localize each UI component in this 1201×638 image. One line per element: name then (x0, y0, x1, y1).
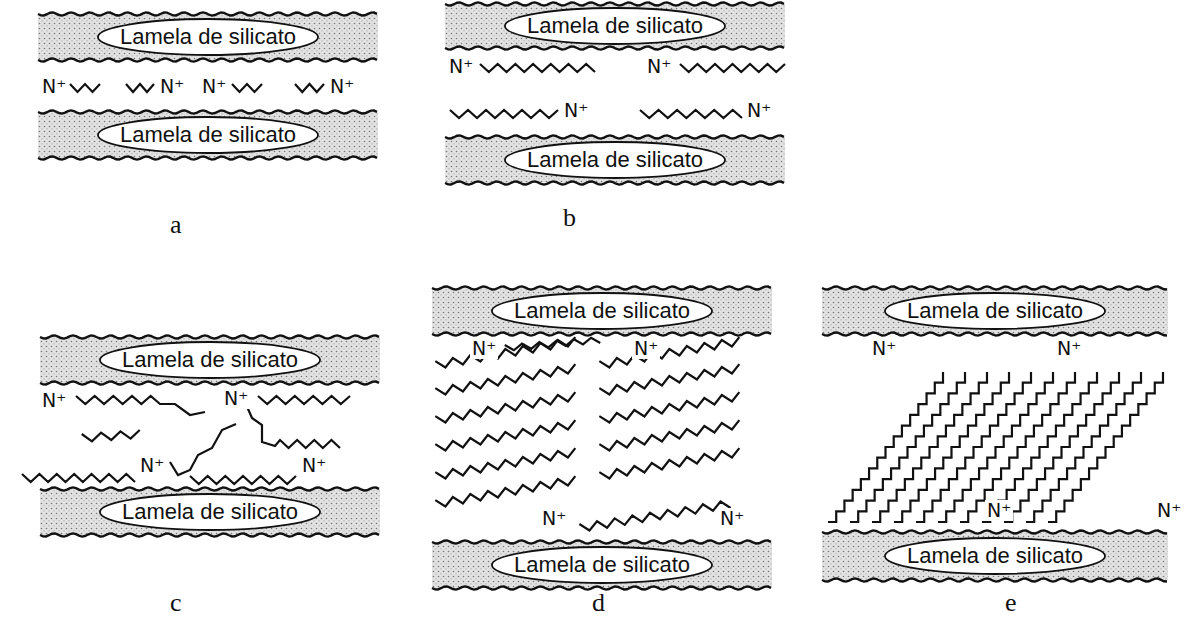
alkyl-chain (960, 372, 1075, 522)
lamella-label: Lamela de silicato (122, 501, 298, 523)
ammonium-head: N⁺ (985, 500, 1013, 521)
alkyl-chain (1048, 372, 1163, 522)
silicate-lamella: Lamela de silicato (432, 540, 772, 590)
alkyl-chain (450, 110, 558, 118)
alkyl-chain (872, 372, 987, 522)
silicate-lamella: Lamela de silicato (822, 530, 1168, 582)
alkyl-chain (1004, 372, 1119, 522)
label-oval (98, 19, 318, 55)
ammonium-head: N⁺ (645, 56, 673, 77)
label-oval (100, 342, 320, 378)
alkyl-chain (640, 110, 742, 118)
lamella-label: Lamela de silicato (527, 149, 703, 171)
silicate-lamella: Lamela de silicato (38, 12, 378, 62)
lamella-label: Lamela de silicato (514, 554, 690, 576)
alkyl-chain (938, 372, 1053, 522)
alkyl-chain (258, 396, 350, 404)
ammonium-head: N⁺ (470, 338, 498, 359)
alkyl-chain (245, 402, 340, 448)
ammonium-head: N⁺ (1155, 500, 1183, 521)
silicate-lamella: Lamela de silicato (822, 286, 1168, 336)
ammonium-head: N⁺ (632, 338, 660, 359)
label-oval (885, 538, 1105, 574)
alkyl-chain (76, 396, 205, 415)
alkyl-chain (435, 364, 575, 394)
alkyl-chain (190, 476, 296, 484)
alkyl-chain (1026, 372, 1141, 522)
ammonium-head: N⁺ (300, 455, 328, 476)
ammonium-head: N⁺ (718, 508, 746, 529)
alkyl-chain (579, 501, 730, 530)
lamella-label: Lamela de silicato (907, 545, 1083, 567)
label-oval (885, 293, 1105, 329)
silicate-lamella: Lamela de silicato (432, 286, 772, 336)
ammonium-head: N⁺ (562, 100, 590, 121)
alkyl-chain (232, 84, 262, 92)
ammonium-head: N⁺ (540, 508, 568, 529)
alkyl-chain (916, 372, 1031, 522)
alkyl-chain (170, 424, 236, 475)
ammonium-head: N⁺ (40, 390, 68, 411)
label-oval (492, 293, 712, 329)
ammonium-head: N⁺ (200, 76, 228, 97)
alkyl-chain (599, 392, 739, 422)
lamella-label: Lamela de silicato (120, 26, 296, 48)
panel-letter: e (1005, 590, 1017, 616)
alkyl-chain (850, 372, 965, 522)
ammonium-head: N⁺ (222, 388, 250, 409)
lamella-label: Lamela de silicato (120, 124, 296, 146)
alkyl-chain (680, 64, 785, 72)
ammonium-head: N⁺ (328, 76, 356, 97)
alkyl-chain (126, 84, 154, 92)
panel-letter: c (170, 590, 182, 616)
alkyl-chain (435, 448, 575, 478)
silicate-lamella: Lamela de silicato (38, 110, 378, 160)
alkyl-chain (22, 474, 135, 482)
ammonium-head: N⁺ (1055, 338, 1083, 359)
label-oval (505, 8, 725, 44)
panel-letter: d (592, 590, 605, 616)
alkyl-chain (599, 364, 739, 394)
alkyl-chain (295, 84, 324, 92)
ammonium-head: N⁺ (447, 56, 475, 77)
silicate-lamella: Lamela de silicato (445, 135, 785, 185)
ammonium-head: N⁺ (870, 338, 898, 359)
lamella-label: Lamela de silicato (527, 15, 703, 37)
alkyl-chain (599, 420, 739, 450)
panel-letter: a (170, 212, 182, 238)
alkyl-chain (82, 430, 140, 441)
ammonium-head: N⁺ (40, 76, 68, 97)
label-oval (492, 547, 712, 583)
lamella-label: Lamela de silicato (907, 300, 1083, 322)
silicate-lamella: Lamela de silicato (445, 2, 785, 50)
alkyl-chain (70, 84, 100, 92)
silicate-lamella: Lamela de silicato (40, 487, 380, 537)
alkyl-chain (599, 448, 739, 478)
alkyl-chain (505, 338, 601, 351)
panel-letter: b (563, 205, 576, 231)
label-oval (100, 494, 320, 530)
alkyl-chain (982, 372, 1097, 522)
silicate-lamella: Lamela de silicato (40, 335, 380, 385)
alkyl-chain (435, 420, 575, 450)
alkyl-chain (828, 372, 943, 522)
alkyl-chain (599, 337, 739, 367)
label-oval (505, 142, 725, 178)
ammonium-head: N⁺ (138, 455, 166, 476)
alkyl-chain (480, 64, 595, 72)
ammonium-head: N⁺ (158, 76, 186, 97)
label-oval (98, 117, 318, 153)
lamella-label: Lamela de silicato (122, 349, 298, 371)
alkyl-chain (435, 476, 575, 506)
lamella-label: Lamela de silicato (514, 300, 690, 322)
ammonium-head: N⁺ (745, 100, 773, 121)
alkyl-chain (435, 392, 575, 422)
